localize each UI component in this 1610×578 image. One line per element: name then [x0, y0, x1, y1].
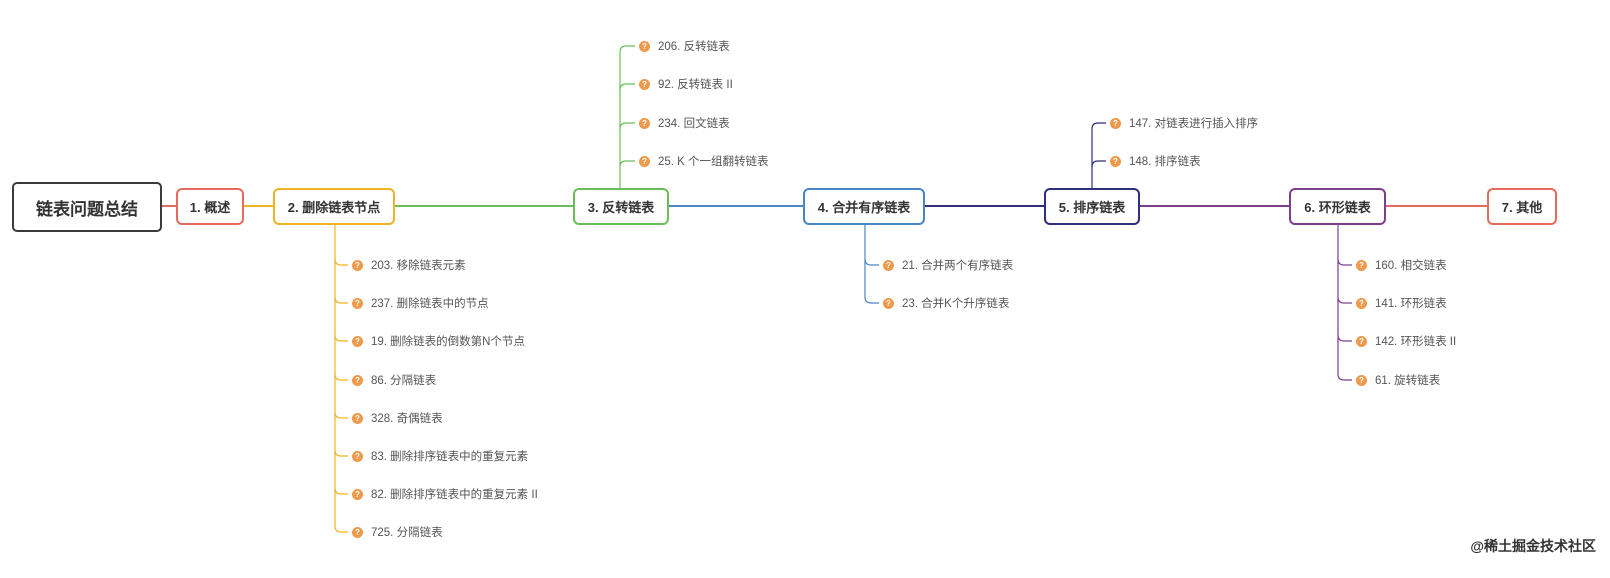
- leaf-label: 203. 移除链表元素: [371, 260, 466, 272]
- leaf-label: 21. 合并两个有序链表: [902, 260, 1014, 272]
- leaf-item[interactable]: ? 203. 移除链表元素: [352, 257, 466, 273]
- leaf-connector-b5-2: [1091, 160, 1106, 168]
- leaf-connector-b3-2: [619, 83, 635, 91]
- root-node[interactable]: 链表问题总结: [12, 182, 162, 232]
- branch-other[interactable]: 7. 其他: [1487, 188, 1557, 225]
- question-icon: ?: [1356, 259, 1367, 271]
- leaf-item[interactable]: ? 92. 反转链表 II: [639, 76, 733, 92]
- question-icon: ?: [639, 155, 650, 167]
- question-icon: ?: [1356, 374, 1367, 386]
- branch-delete-nodes[interactable]: 2. 删除链表节点: [273, 188, 395, 225]
- watermark: @稀土掘金技术社区: [1470, 538, 1596, 554]
- leaf-connector-b6-4: [1337, 373, 1352, 381]
- leaf-connector-b2-3: [334, 334, 348, 342]
- question-icon: ?: [639, 40, 650, 52]
- leaf-item[interactable]: ? 148. 排序链表: [1110, 153, 1201, 169]
- question-icon: ?: [883, 297, 894, 309]
- leaf-connector-b2-6: [334, 449, 348, 457]
- leaf-connector-b2-4: [334, 373, 348, 381]
- branch-overview[interactable]: 1. 概述: [176, 188, 244, 225]
- leaf-item[interactable]: ? 328. 奇偶链表: [352, 410, 443, 426]
- question-icon: ?: [1110, 155, 1121, 167]
- leaf-label: 25. K 个一组翻转链表: [658, 156, 769, 168]
- question-icon: ?: [639, 78, 650, 90]
- leaf-item[interactable]: ? 147. 对链表进行插入排序: [1110, 115, 1258, 131]
- question-icon: ?: [352, 412, 363, 424]
- leaf-item[interactable]: ? 234. 回文链表: [639, 115, 730, 131]
- leaf-connector-b2-8: [334, 525, 348, 533]
- leaf-connector-b5-1: [1091, 122, 1106, 130]
- question-icon: ?: [352, 335, 363, 347]
- leaf-item[interactable]: ? 141. 环形链表: [1356, 295, 1447, 311]
- leaf-label: 148. 排序链表: [1129, 156, 1201, 168]
- leaf-item[interactable]: ? 83. 删除排序链表中的重复元素: [352, 448, 528, 464]
- leaf-label: 92. 反转链表 II: [658, 79, 733, 91]
- leaf-label: 160. 相交链表: [1375, 260, 1447, 272]
- branch-sort-list[interactable]: 5. 排序链表: [1044, 188, 1140, 225]
- leaf-label: 141. 环形链表: [1375, 298, 1447, 310]
- question-icon: ?: [352, 259, 363, 271]
- leaf-label: 147. 对链表进行插入排序: [1129, 118, 1259, 130]
- leaf-label: 86. 分隔链表: [371, 375, 437, 387]
- leaf-item[interactable]: ? 142. 环形链表 II: [1356, 333, 1456, 349]
- leaf-connector-b2-1: [334, 258, 348, 266]
- question-icon: ?: [352, 297, 363, 309]
- leaf-connector-b2-5: [334, 411, 348, 419]
- leaf-label: 61. 旋转链表: [1375, 375, 1441, 387]
- leaf-label: 725. 分隔链表: [371, 527, 443, 539]
- leaf-label: 234. 回文链表: [658, 118, 730, 130]
- question-icon: ?: [1356, 335, 1367, 347]
- leaf-item[interactable]: ? 86. 分隔链表: [352, 372, 436, 388]
- leaf-item[interactable]: ? 160. 相交链表: [1356, 257, 1447, 273]
- question-icon: ?: [352, 526, 363, 538]
- leaf-label: 237. 删除链表中的节点: [371, 298, 489, 310]
- question-icon: ?: [883, 259, 894, 271]
- leaf-item[interactable]: ? 23. 合并K个升序链表: [883, 295, 1009, 311]
- leaf-connector-b3-4: [619, 160, 635, 168]
- branch-cycle-list[interactable]: 6. 环形链表: [1289, 188, 1386, 225]
- leaf-connector-b2-2: [334, 296, 348, 304]
- leaf-connector-b4-2: [864, 296, 879, 304]
- leaf-item[interactable]: ? 25. K 个一组翻转链表: [639, 153, 769, 169]
- leaf-label: 23. 合并K个升序链表: [902, 298, 1010, 310]
- leaf-label: 328. 奇偶链表: [371, 413, 443, 425]
- leaf-item[interactable]: ? 237. 删除链表中的节点: [352, 295, 489, 311]
- leaf-label: 83. 删除排序链表中的重复元素: [371, 451, 529, 463]
- leaf-connector-b6-3: [1337, 334, 1352, 342]
- question-icon: ?: [1110, 117, 1121, 129]
- question-icon: ?: [352, 450, 363, 462]
- leaf-connector-b4-1: [864, 258, 879, 266]
- leaf-connector-b2-7: [334, 487, 348, 495]
- branch-merge-sorted[interactable]: 4. 合并有序链表: [803, 188, 925, 225]
- leaf-item[interactable]: ? 82. 删除排序链表中的重复元素 II: [352, 486, 538, 502]
- leaf-connector-b6-1: [1337, 258, 1352, 266]
- leaf-item[interactable]: ? 725. 分隔链表: [352, 524, 443, 540]
- leaf-connector-b6-2: [1337, 296, 1352, 304]
- question-icon: ?: [352, 488, 363, 500]
- leaf-label: 206. 反转链表: [658, 41, 730, 53]
- leaf-item[interactable]: ? 206. 反转链表: [639, 38, 730, 54]
- question-icon: ?: [1356, 297, 1367, 309]
- question-icon: ?: [639, 117, 650, 129]
- leaf-label: 142. 环形链表 II: [1375, 336, 1457, 348]
- leaf-item[interactable]: ? 19. 删除链表的倒数第N个节点: [352, 333, 525, 349]
- leaf-item[interactable]: ? 21. 合并两个有序链表: [883, 257, 1013, 273]
- branch-reverse-list[interactable]: 3. 反转链表: [573, 188, 669, 225]
- leaf-item[interactable]: ? 61. 旋转链表: [1356, 372, 1440, 388]
- leaf-label: 19. 删除链表的倒数第N个节点: [371, 336, 525, 348]
- question-icon: ?: [352, 374, 363, 386]
- leaf-label: 82. 删除排序链表中的重复元素 II: [371, 489, 538, 501]
- leaf-connector-b3-1: [619, 45, 635, 53]
- leaf-connector-b3-3: [619, 122, 635, 130]
